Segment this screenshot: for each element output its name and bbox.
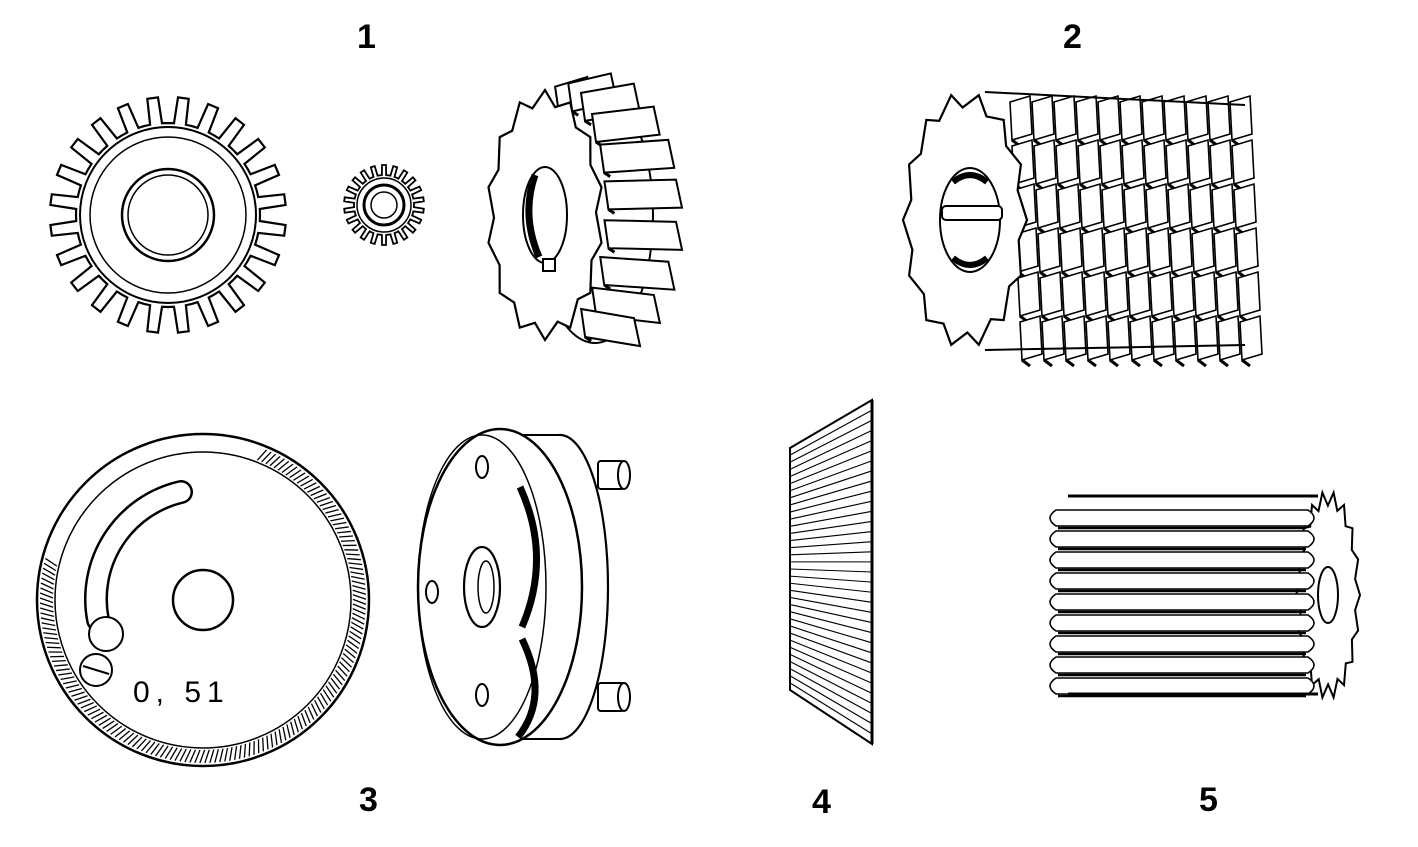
figure-label-3: 3: [359, 783, 378, 817]
figure-label-4: 4: [812, 785, 831, 819]
gear-shaper-cutter-large-icon: [50, 97, 285, 332]
figure-label-1: 1: [357, 20, 376, 54]
circular-cutter-face-icon: 0, 51: [37, 434, 369, 766]
figure-label-2: 2: [1063, 20, 1082, 54]
circular-cutter-side-icon: [418, 429, 630, 745]
form-milling-cutter-icon: [489, 73, 683, 346]
bevel-tooth-cone-icon: [790, 400, 872, 744]
figure-label-5: 5: [1199, 783, 1218, 817]
gear-shaper-cutter-small-icon: [344, 165, 424, 245]
dresser-marking: 0, 51: [133, 676, 230, 709]
shaving-cutter-cylinder-icon: [1048, 493, 1360, 698]
gear-hob-icon: [903, 92, 1262, 366]
